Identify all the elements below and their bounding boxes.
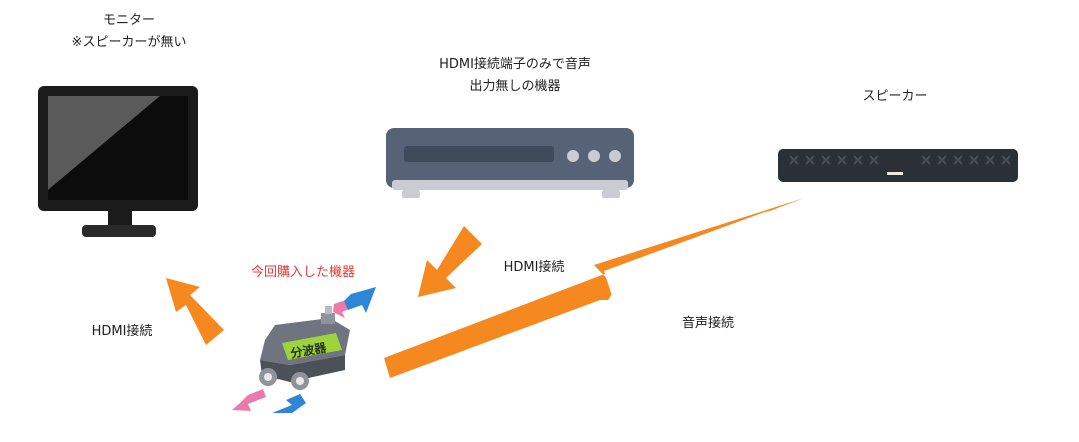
hdmi-connection-right-label: HDMI接続 xyxy=(484,257,584,279)
splitter-image: 分波器 xyxy=(232,287,376,413)
hdmi-right-text: HDMI接続 xyxy=(503,260,565,275)
audio-connection-label: 音声接続 xyxy=(663,313,753,335)
hdmi-left-text: HDMI接続 xyxy=(91,324,153,339)
audio-text: 音声接続 xyxy=(681,316,734,331)
monitor-note: ※スピーカーが無い xyxy=(71,35,187,50)
arrow-from-source xyxy=(418,226,482,297)
speaker-label: スピーカー xyxy=(850,86,940,108)
arrow-to-speaker xyxy=(384,198,804,378)
source-device-image xyxy=(386,128,634,198)
source-device-subtitle: 出力無しの機器 xyxy=(469,79,561,94)
speaker-image xyxy=(778,149,1018,182)
monitor-label: モニター ※スピーカーが無い xyxy=(54,10,204,54)
speaker-title: スピーカー xyxy=(862,89,928,104)
purchased-device-title: 今回購入した機器 xyxy=(250,265,355,280)
source-device-title: HDMI接続端子のみで音声 xyxy=(439,57,591,72)
monitor-title: モニター xyxy=(102,13,155,28)
monitor-image xyxy=(38,86,198,237)
source-device-label: HDMI接続端子のみで音声 出力無しの機器 xyxy=(405,54,625,98)
hdmi-connection-left-label: HDMI接続 xyxy=(72,321,172,343)
arrow-to-monitor xyxy=(166,278,224,345)
purchased-device-label: 今回購入した機器 xyxy=(238,262,368,284)
splitter-label-text: 分波器 xyxy=(289,339,328,360)
